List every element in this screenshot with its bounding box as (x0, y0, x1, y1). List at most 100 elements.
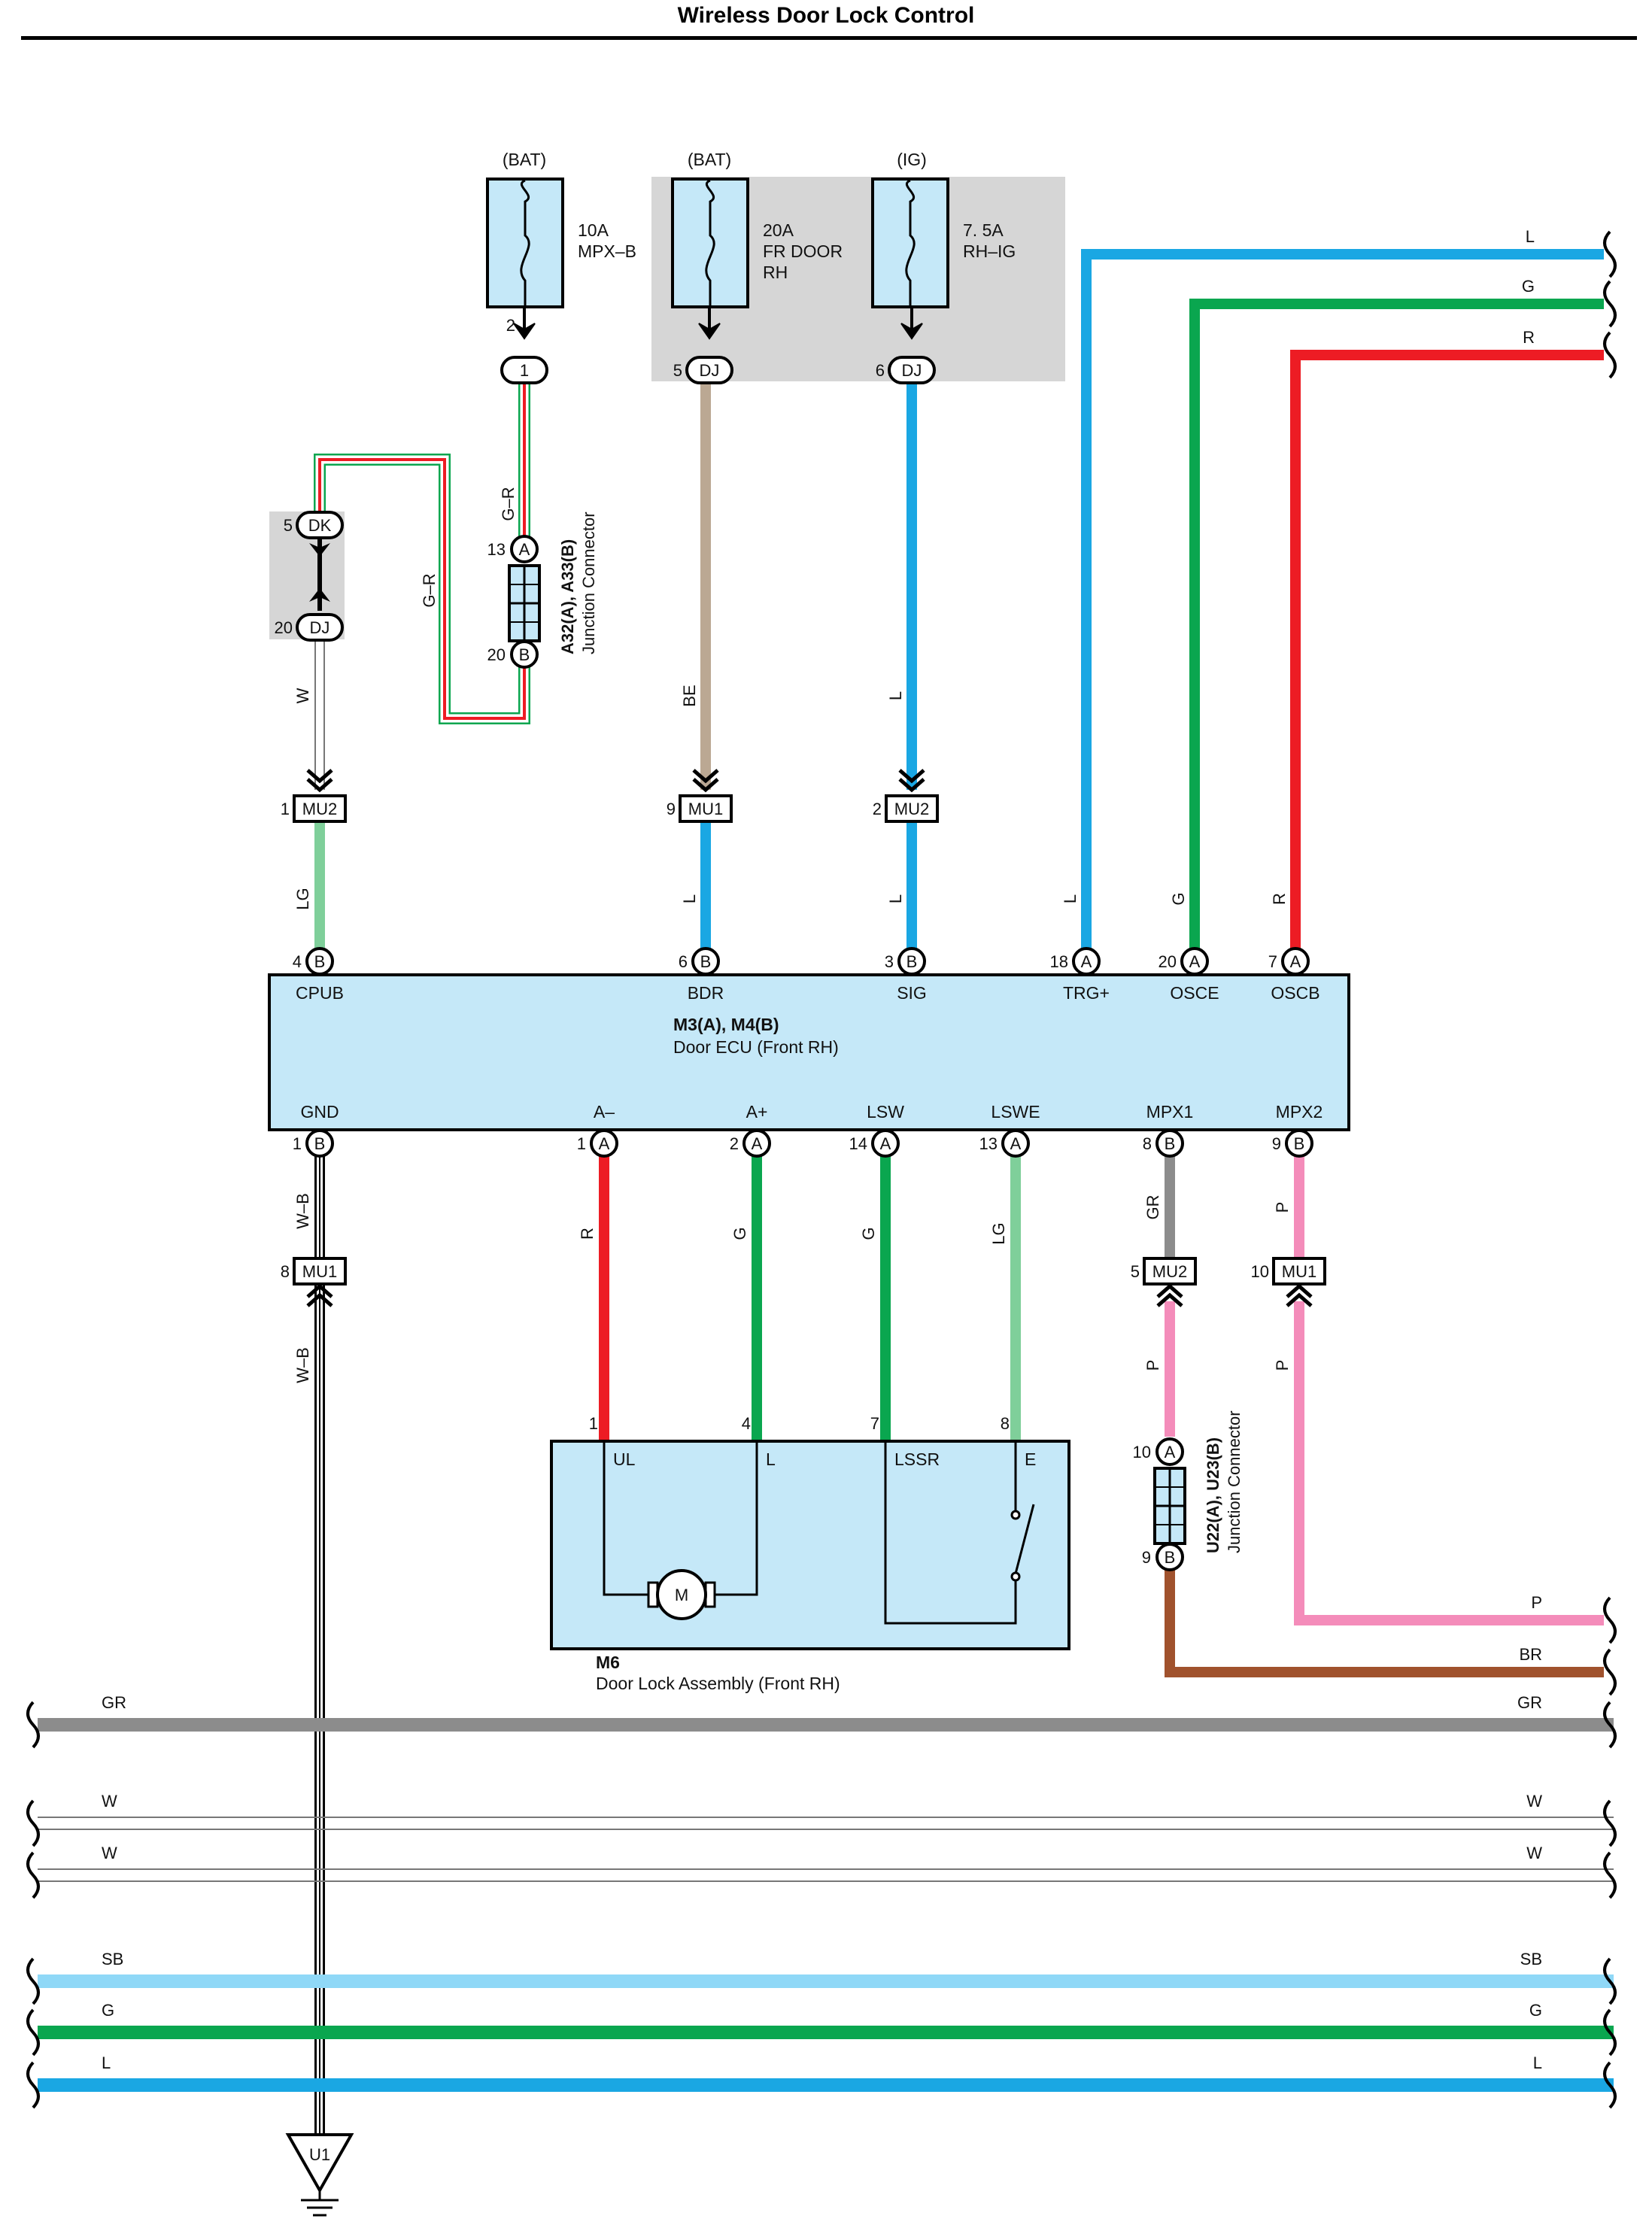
junction1-bottom-letter: B (519, 645, 530, 664)
ecu-bottom-terminal-6 (1285, 1129, 1313, 1158)
ecu-bottom-terminal-4 (1001, 1129, 1030, 1158)
lock-pin-label-0: UL (613, 1449, 636, 1469)
fuse-conn-1-pin: 5 (673, 361, 682, 380)
bus-label-right-5: L (1533, 2053, 1542, 2072)
fuse-conn-1 (685, 356, 733, 384)
ground-triangle (285, 2133, 354, 2194)
junction1-top-pin: 13 (487, 540, 506, 559)
switch-contact-bottom (1010, 1571, 1021, 1582)
ecu-top-terminal-0-pin: 4 (293, 952, 302, 971)
junction1-top-letter: A (519, 540, 530, 559)
right-mid-label-0: P (1531, 1593, 1542, 1612)
bus-break-right-1 (1603, 1799, 1617, 1847)
ecu-top-terminal-2-pin: 3 (885, 952, 894, 971)
junction2-top (1155, 1437, 1184, 1466)
fuse-supply-1: (BAT) (688, 150, 731, 169)
bus-label-right-0: GR (1517, 1693, 1542, 1712)
upper-conn-chevron-1-a (692, 769, 719, 784)
junction1-bottom-pin: 20 (487, 645, 506, 664)
dk-conn-top-pin: 5 (284, 516, 293, 535)
upper-conn-chevron-2-b (898, 778, 925, 793)
ecu-bottom-terminal-2-pin: 2 (730, 1134, 739, 1153)
ecu-bottom-terminal-3-pin: 14 (849, 1134, 867, 1153)
ecu-top-label-3: TRG+ (1063, 983, 1110, 1003)
ecu-top-terminal-5-pin: 7 (1268, 952, 1277, 971)
upper-connector-1-code: MU1 (688, 800, 723, 818)
ecu-bottom-terminal-4-pin: 13 (979, 1134, 998, 1153)
ecu-bottom-terminal-2 (742, 1129, 771, 1158)
switch-blade (1014, 1504, 1035, 1574)
ecu-bottom-terminal-1-pin: 1 (577, 1134, 586, 1153)
wire-oscb (1290, 350, 1604, 967)
ecu-bottom-terminal-6-letter: B (1294, 1134, 1305, 1153)
diagram-title: Wireless Door Lock Control (677, 3, 975, 28)
lower-conn-chevron-0-a (306, 1283, 333, 1298)
fuse-fuse-mpx-b-element (520, 179, 530, 307)
upper-conn-chevron-2-a (898, 769, 925, 784)
fuse-conn-1-code: DJ (700, 361, 720, 380)
ecu-bottom-terminal-3 (871, 1129, 900, 1158)
junction2-bottom (1155, 1543, 1184, 1571)
ecu-bottom-label-4: LSWE (991, 1102, 1040, 1122)
ecu-bottom-label-5: MPX1 (1146, 1102, 1194, 1122)
bus-break-left-5 (26, 2061, 40, 2109)
upper-conn-chevron-0-b (306, 778, 333, 793)
ecu-bottom-label-1: A– (594, 1102, 615, 1122)
wire-label-lower-p2: P (1143, 1360, 1162, 1371)
lock-pin-0: 1 (589, 1414, 598, 1433)
ecu-top-terminal-1-pin: 6 (679, 952, 688, 971)
fuse-supply-2: (IG) (897, 150, 927, 169)
fuse-name2-1: RH (763, 263, 788, 282)
fuse-arrow-0 (513, 323, 536, 340)
lower-conn-chevron-0-b (306, 1292, 333, 1307)
fuse-pin-0: 2 (506, 316, 515, 335)
wire-label-lower-gr: GR (1143, 1195, 1162, 1220)
ecu-bottom-terminal-0-letter: B (314, 1134, 326, 1153)
wire-label-l4: L (1061, 894, 1080, 903)
motor-label: M (675, 1586, 688, 1604)
lock-name: Door Lock Assembly (Front RH) (596, 1674, 840, 1693)
door-ecu-box (268, 973, 1350, 1131)
ecu-top-terminal-5-letter: A (1290, 952, 1301, 971)
right-wire-label-1: G (1522, 277, 1535, 296)
ecu-top-terminal-4-pin: 20 (1159, 952, 1177, 971)
ecu-bottom-terminal-6-pin: 9 (1272, 1134, 1281, 1153)
ground-label: U1 (309, 2145, 330, 2164)
right-mid-break-1 (1603, 1648, 1617, 1696)
wire-mpx2-p (1294, 1301, 1604, 1625)
fuse-conn-0 (500, 356, 548, 384)
lower-conn-chevron-1-a (1156, 1283, 1183, 1298)
bus-label-right-4: G (1529, 2001, 1542, 2020)
bus-break-right-2 (1603, 1851, 1617, 1899)
wire-label-lower-r: R (578, 1228, 597, 1240)
right-break-1 (1603, 280, 1617, 328)
wire-label-w: W (293, 688, 312, 703)
ecu-top-terminal-4-letter: A (1189, 952, 1201, 971)
bus-break-left-2 (26, 1851, 40, 1899)
ecu-top-label-2: SIG (897, 983, 927, 1003)
lower-connector-2-code: MU1 (1282, 1262, 1316, 1281)
dk-conn-bottom (296, 613, 344, 642)
ecu-top-label-0: CPUB (296, 983, 344, 1003)
wire-label-wb1: W–B (293, 1193, 312, 1229)
wire-label-lower-g1: G (730, 1227, 749, 1240)
upper-connector-2-code: MU2 (894, 800, 929, 818)
lock-pin-2: 7 (870, 1414, 879, 1433)
ecu-bottom-label-2: A+ (746, 1102, 768, 1122)
upper-conn-chevron-1-b (692, 778, 719, 793)
right-wire-label-2: R (1523, 328, 1535, 347)
ecu-top-terminal-0-letter: B (314, 952, 326, 971)
junction2-bottom-letter: B (1165, 1548, 1176, 1567)
lower-connector-1 (1143, 1257, 1197, 1285)
lock-code: M6 (596, 1653, 620, 1672)
upper-connector-2-pin: 2 (873, 800, 882, 818)
bus-break-right-3 (1603, 1957, 1617, 2005)
wire-label-gr1: G–R (499, 487, 518, 521)
dk-conn-bottom-pin: 20 (275, 618, 293, 637)
fuse-fuse-rh-ig-element (905, 179, 916, 307)
dk-arrow-down (309, 543, 330, 557)
motor-icon (656, 1569, 707, 1620)
ecu-top-terminal-3-letter: A (1081, 952, 1092, 971)
ecu-bottom-terminal-5 (1155, 1129, 1184, 1158)
fuse-conn-0-code: 1 (520, 361, 529, 380)
